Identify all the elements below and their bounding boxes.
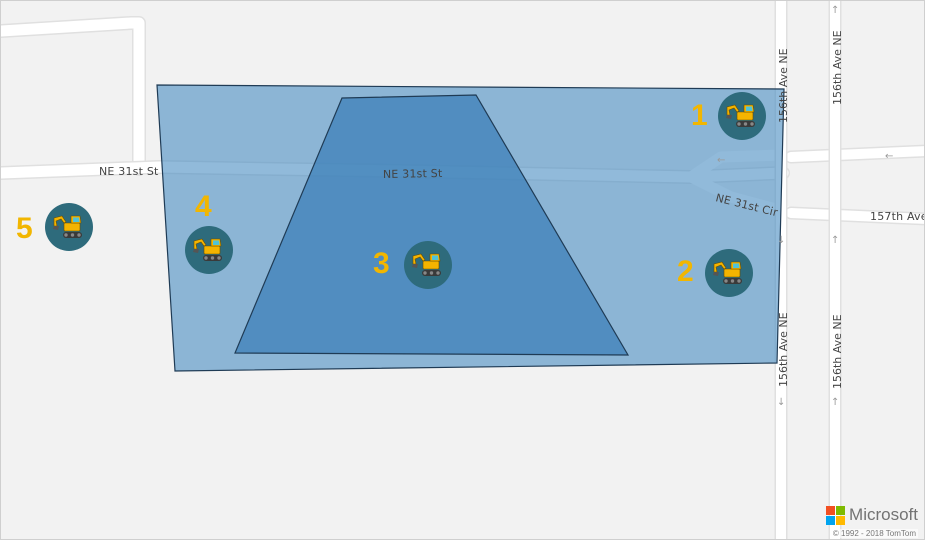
brand-logo: Microsoft xyxy=(826,505,918,525)
excavator-icon xyxy=(725,103,759,129)
road-label-156th-ave-upper-right: 156th Ave NE xyxy=(831,30,844,105)
arrow-up-icon: ↑ xyxy=(831,5,839,16)
marker-number-3: 3 xyxy=(373,247,390,280)
arrow-down-icon: ↓ xyxy=(777,397,785,408)
arrow-up-icon: ↑ xyxy=(831,397,839,408)
excavator-icon xyxy=(712,260,746,286)
arrow-down-icon: ↓ xyxy=(777,235,785,246)
arrow-up-icon: ↑ xyxy=(831,235,839,246)
arrow-left-icon: ← xyxy=(717,155,725,166)
marker-number-4: 4 xyxy=(195,190,212,223)
road-label-156th-ave-lower-right: 156th Ave NE xyxy=(831,314,844,389)
marker-number-2: 2 xyxy=(677,255,694,288)
map-marker-1[interactable] xyxy=(718,92,766,140)
road-label-156th-ave-upper-left: 156th Ave NE xyxy=(777,48,790,123)
direction-arrows: ← ← ↑ ↑ ↑ ↓ ↓ xyxy=(717,5,893,408)
road-label-ne-31st-st: NE 31st St xyxy=(99,165,159,178)
road-label-ne-31st-st-center: NE 31st St xyxy=(383,167,443,181)
map-marker-4[interactable] xyxy=(185,226,233,274)
road-label-156th-ave-lower-left: 156th Ave NE xyxy=(777,312,790,387)
marker-number-5: 5 xyxy=(16,212,33,245)
copyright-text: © 1992 - 2018 TomTom xyxy=(830,529,918,538)
microsoft-logo-icon xyxy=(826,505,846,525)
brand-name: Microsoft xyxy=(849,505,918,524)
inner-area-polygon[interactable] xyxy=(234,94,630,356)
map-marker-2[interactable] xyxy=(705,249,753,297)
excavator-icon xyxy=(411,252,445,278)
road-label-157th-ave: 157th Ave xyxy=(870,210,925,223)
excavator-icon xyxy=(52,214,86,240)
excavator-icon xyxy=(192,237,226,263)
marker-number-1: 1 xyxy=(691,99,708,132)
map-marker-3[interactable] xyxy=(404,241,452,289)
map-marker-5[interactable] xyxy=(45,203,93,251)
arrow-left-icon: ← xyxy=(885,151,893,162)
